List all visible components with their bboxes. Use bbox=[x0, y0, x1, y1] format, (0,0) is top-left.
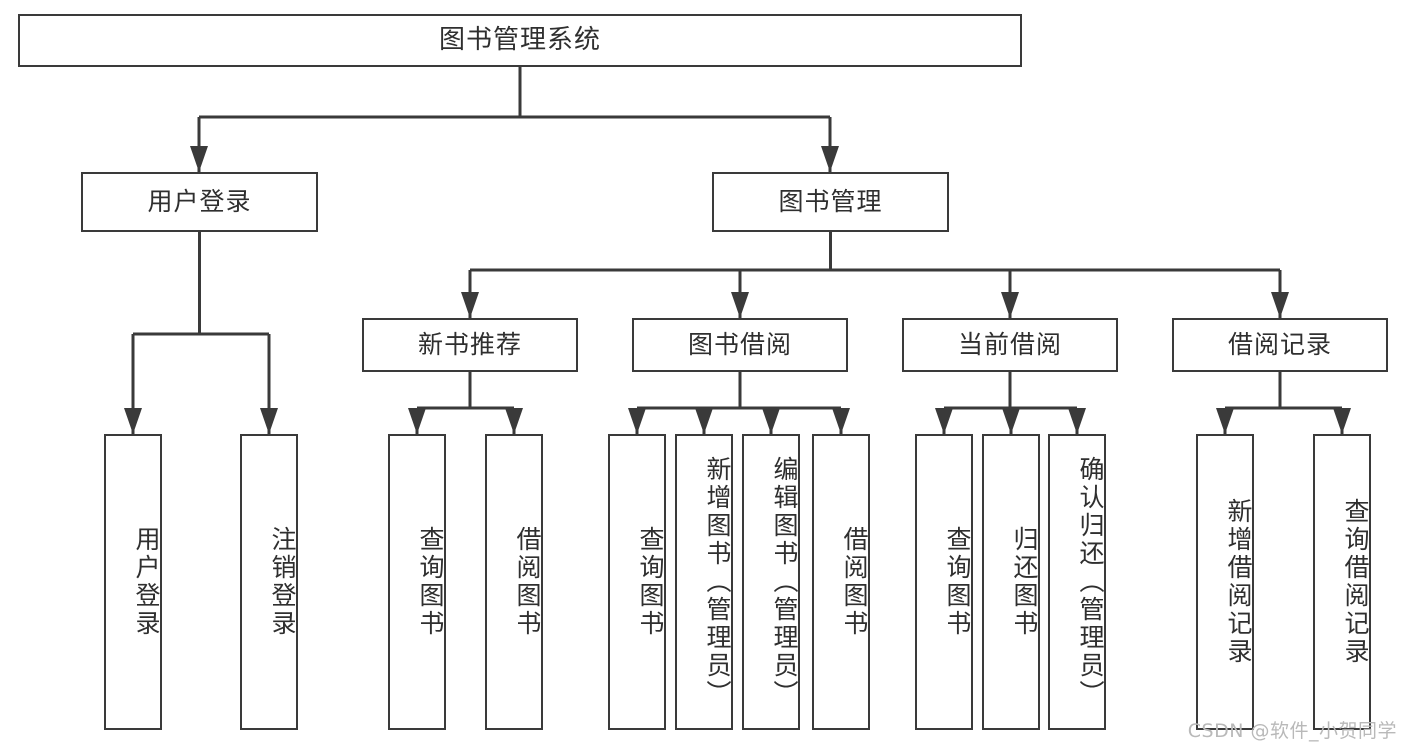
connector-arrowhead bbox=[628, 408, 646, 434]
connector-arrowhead bbox=[695, 408, 713, 434]
node-label: 当前借阅 bbox=[957, 330, 1062, 359]
node-label: 借阅图书 bbox=[513, 526, 542, 638]
node-book-manage[interactable]: 图书管理 bbox=[712, 172, 949, 232]
connector-arrowhead bbox=[1216, 408, 1234, 434]
node-leaf-query-book-1[interactable]: 查询图书 bbox=[388, 434, 446, 730]
node-leaf-add-book[interactable]: 新增图书（管理员） bbox=[675, 434, 733, 730]
node-label: 查询图书 bbox=[636, 526, 665, 638]
connector-arrowhead bbox=[1333, 408, 1351, 434]
node-leaf-return-book[interactable]: 归还图书 bbox=[982, 434, 1040, 730]
node-label: 编辑图书（管理员） bbox=[770, 456, 799, 708]
connector-arrowhead bbox=[832, 408, 850, 434]
connector-arrowhead bbox=[935, 408, 953, 434]
connector-arrowhead bbox=[190, 146, 208, 172]
connector-arrowhead bbox=[762, 408, 780, 434]
connector-arrowhead bbox=[505, 408, 523, 434]
node-leaf-user-logout[interactable]: 注销登录 bbox=[240, 434, 298, 730]
node-leaf-borrow-book-1[interactable]: 借阅图书 bbox=[485, 434, 543, 730]
node-label: 归还图书 bbox=[1010, 526, 1039, 638]
node-label: 用户登录 bbox=[132, 526, 161, 638]
connector-arrowhead bbox=[461, 292, 479, 318]
node-label: 新书推荐 bbox=[417, 330, 522, 359]
connector-arrowhead bbox=[821, 146, 839, 172]
node-label: 借阅记录 bbox=[1227, 330, 1332, 359]
node-leaf-edit-book[interactable]: 编辑图书（管理员） bbox=[742, 434, 800, 730]
node-leaf-add-record[interactable]: 新增借阅记录 bbox=[1196, 434, 1254, 730]
connector-arrowhead bbox=[408, 408, 426, 434]
node-label: 新增图书（管理员） bbox=[703, 456, 732, 708]
node-leaf-query-book-3[interactable]: 查询图书 bbox=[915, 434, 973, 730]
node-leaf-user-login[interactable]: 用户登录 bbox=[104, 434, 162, 730]
connector-arrowhead bbox=[260, 408, 278, 434]
node-label: 图书管理系统 bbox=[438, 24, 601, 55]
node-label: 查询图书 bbox=[416, 526, 445, 638]
node-root[interactable]: 图书管理系统 bbox=[18, 14, 1022, 67]
node-label: 新增借阅记录 bbox=[1224, 498, 1253, 666]
node-new-book-rec[interactable]: 新书推荐 bbox=[362, 318, 578, 372]
node-leaf-query-record[interactable]: 查询借阅记录 bbox=[1313, 434, 1371, 730]
node-book-borrow[interactable]: 图书借阅 bbox=[632, 318, 848, 372]
node-borrow-record[interactable]: 借阅记录 bbox=[1172, 318, 1388, 372]
connector-arrowhead bbox=[1068, 408, 1086, 434]
node-user-login[interactable]: 用户登录 bbox=[81, 172, 318, 232]
watermark: CSDN @软件_小贺同学 bbox=[1187, 720, 1397, 742]
node-label: 查询图书 bbox=[943, 526, 972, 638]
node-label: 查询借阅记录 bbox=[1341, 498, 1370, 666]
node-leaf-query-book-2[interactable]: 查询图书 bbox=[608, 434, 666, 730]
node-label: 用户登录 bbox=[147, 187, 252, 216]
connector-arrowhead bbox=[124, 408, 142, 434]
node-label: 注销登录 bbox=[268, 526, 297, 638]
connector-arrowhead bbox=[1002, 408, 1020, 434]
node-label: 图书借阅 bbox=[687, 330, 792, 359]
node-current-borrow[interactable]: 当前借阅 bbox=[902, 318, 1118, 372]
node-label: 图书管理 bbox=[778, 187, 883, 216]
node-leaf-confirm-return[interactable]: 确认归还（管理员） bbox=[1048, 434, 1106, 730]
node-label: 确认归还（管理员） bbox=[1076, 456, 1105, 708]
node-leaf-borrow-book-2[interactable]: 借阅图书 bbox=[812, 434, 870, 730]
node-label: 借阅图书 bbox=[840, 526, 869, 638]
connector-arrowhead bbox=[1001, 292, 1019, 318]
connector-arrowhead bbox=[1271, 292, 1289, 318]
connector-arrowhead bbox=[731, 292, 749, 318]
